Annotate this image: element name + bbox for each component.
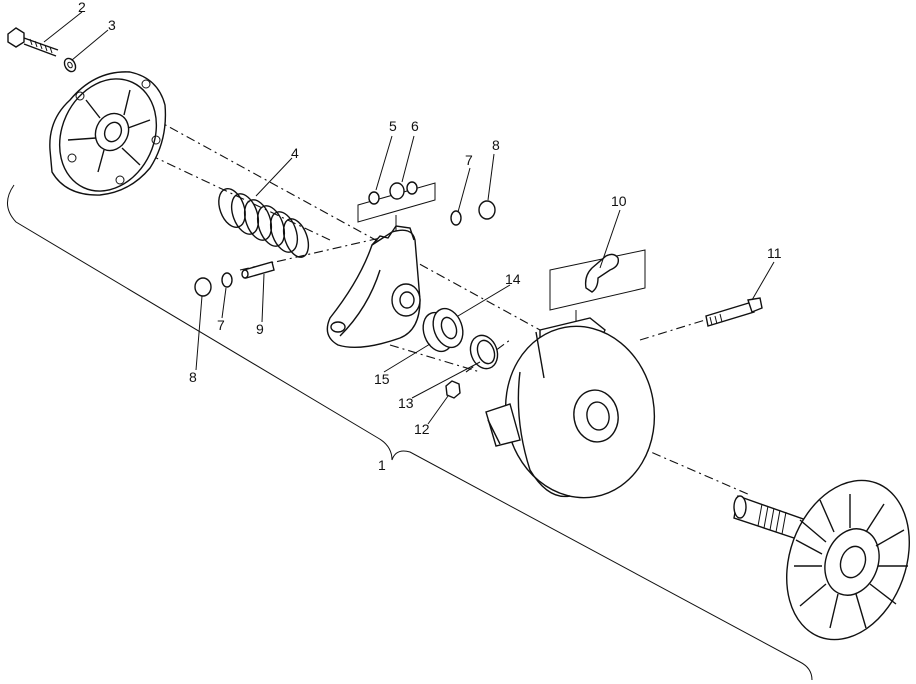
pin-part-9 — [241, 261, 275, 279]
spider-bracket — [326, 225, 421, 349]
weight-part-10 — [549, 249, 646, 328]
washer-part-7-lower — [221, 272, 233, 288]
spring-part-4 — [218, 188, 310, 258]
fixed-sheave-shaft — [733, 479, 910, 641]
part-label-7-upper: 7 — [465, 152, 473, 168]
bolt-part-2 — [7, 27, 59, 57]
part-labels: 1 2 3 4 5 6 7 8 7 8 9 10 11 12 13 14 15 — [78, 0, 782, 473]
part-label-2: 2 — [78, 0, 86, 15]
part-label-14: 14 — [505, 271, 521, 287]
part-label-15: 15 — [374, 371, 390, 387]
washer-part-3 — [63, 57, 77, 73]
part-label-8-upper: 8 — [492, 137, 500, 153]
assembly-bracket — [7, 184, 813, 681]
bushing-part-14-15 — [422, 307, 464, 353]
part-label-7-lower: 7 — [217, 317, 225, 333]
cap-part-8-upper — [478, 200, 496, 220]
part-label-3: 3 — [108, 17, 116, 33]
nut-part-12 — [445, 380, 461, 399]
part-label-5: 5 — [389, 118, 397, 134]
cap-part-8-lower — [194, 277, 212, 297]
part-label-6: 6 — [411, 118, 419, 134]
part-label-9: 9 — [256, 321, 264, 337]
leader-lines — [43, 11, 775, 425]
part-label-4: 4 — [291, 145, 299, 161]
part-label-11: 11 — [767, 245, 782, 261]
cover-plate — [49, 71, 167, 196]
moveable-sheave — [485, 317, 656, 499]
bolt-part-11 — [705, 297, 763, 327]
parts-5-6-group — [357, 181, 436, 232]
part-label-10: 10 — [611, 193, 627, 209]
part-label-8-lower: 8 — [189, 369, 197, 385]
part-label-1: 1 — [378, 457, 386, 473]
assembly-axis-lines — [119, 99, 751, 496]
part-label-12: 12 — [414, 421, 430, 437]
washer-part-7-upper — [450, 210, 462, 226]
ring-part-13 — [469, 334, 499, 370]
part-label-13: 13 — [398, 395, 414, 411]
